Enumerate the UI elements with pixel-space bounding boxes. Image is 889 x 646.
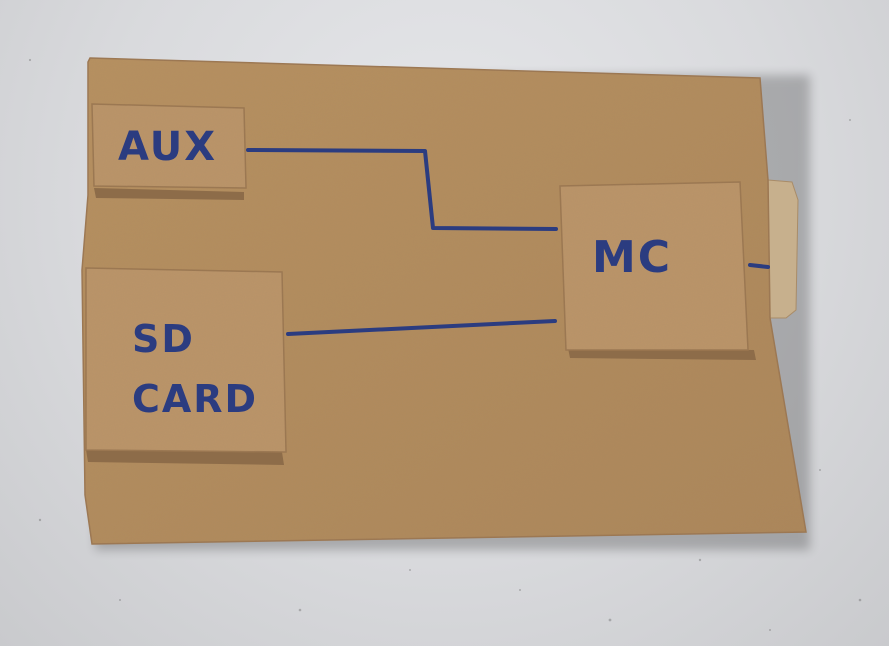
sd-card-label-line2: CARD [132,377,258,421]
wire-mc-out [748,263,770,269]
wiring [246,148,770,336]
wire-aux-to-mc [246,148,558,231]
wall-background [28,58,862,631]
wire-sd-to-mc [286,319,557,336]
board-tab [767,179,799,319]
mc-module: MC [559,181,756,360]
sd-card-label-line1: SD [132,317,195,361]
aux-label: AUX [118,124,217,170]
aux-module: AUX [91,103,247,200]
mc-label: MC [592,232,672,283]
sd-card-module: SD CARD [85,267,287,465]
